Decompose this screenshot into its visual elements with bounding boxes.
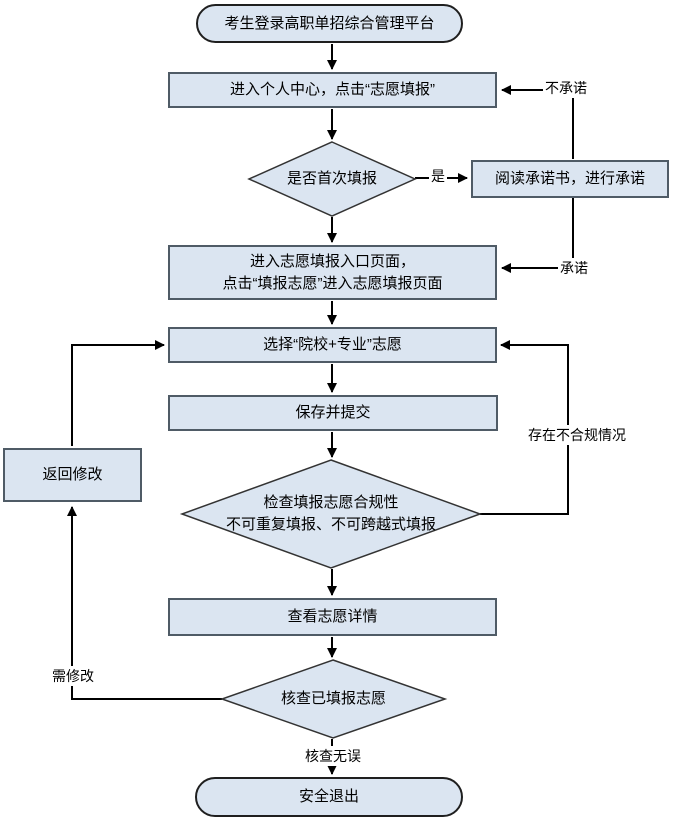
decision-verify-shape [219,659,448,739]
node-return-modify: 返回修改 [3,448,142,502]
node-view-details-label: 查看志愿详情 [287,608,378,626]
node-return-modify-label: 返回修改 [42,466,103,484]
node-choose-volunteer-label: 选择“院校+专业”志愿 [263,336,402,354]
node-entry-page-line2: 点击“填报志愿”进入志愿填报页面 [222,274,443,292]
node-entry-page: 进入志愿填报入口页面， 点击“填报志愿”进入志愿填报页面 [168,245,497,300]
node-end-label: 安全退出 [298,788,359,806]
node-start-label: 考生登录高职单招综合管理平台 [224,14,435,32]
edge-not-commit-return [501,85,574,159]
node-entry-page-line1: 进入志愿填报入口页面， [249,252,415,270]
edge-label-need-modify: 需修改 [50,666,96,686]
node-start: 考生登录高职单招综合管理平台 [196,4,463,43]
edge-label-non-compliant: 存在不合规情况 [526,425,628,445]
node-read-commitment: 阅读承诺书，进行承诺 [471,160,669,198]
node-personal-center: 进入个人中心，点击“志愿填报” [168,72,497,108]
node-personal-center-label: 进入个人中心，点击“志愿填报” [230,81,435,99]
node-choose-volunteer: 选择“院校+专业”志愿 [168,327,497,363]
decision-first-time-shape [247,141,417,217]
decision-compliance-shape [179,459,483,569]
edge-label-commit: 承诺 [558,258,590,278]
node-save-submit-label: 保存并提交 [295,404,371,422]
edge-return-to-choose [71,340,165,446]
edge-label-verified-ok: 核查无误 [303,746,363,766]
node-view-details: 查看志愿详情 [168,598,497,636]
node-save-submit: 保存并提交 [168,395,498,431]
edge-label-not-commit: 不承诺 [543,78,589,98]
node-read-commitment-label: 阅读承诺书，进行承诺 [494,170,645,188]
node-end: 安全退出 [195,777,463,817]
edge-label-yes: 是 [429,166,447,186]
edge-need-modify-to-return [67,506,222,700]
